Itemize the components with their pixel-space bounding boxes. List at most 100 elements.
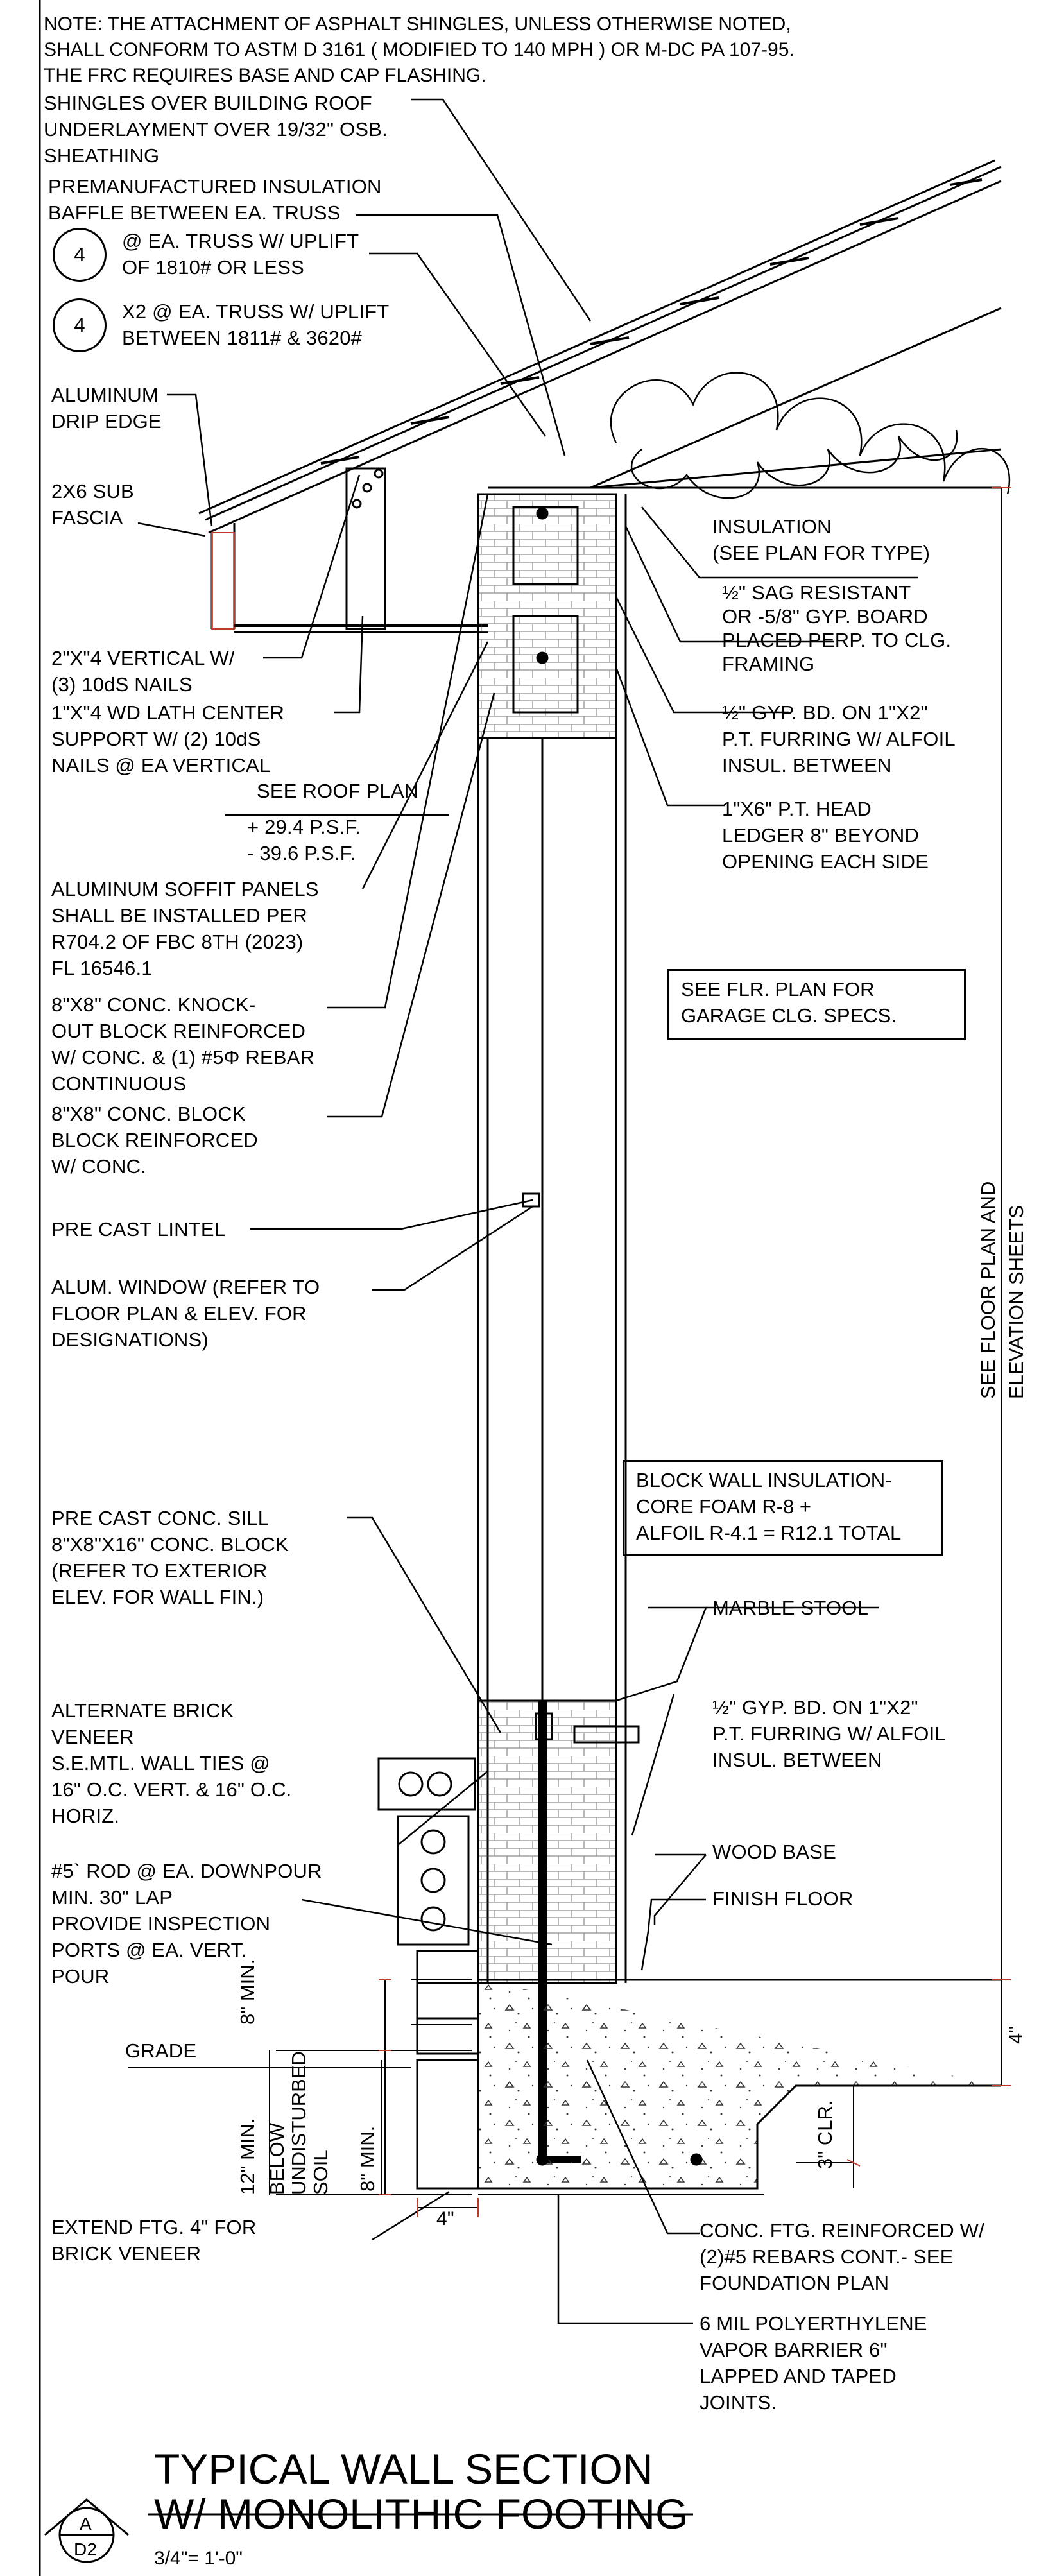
drawing-title-line-2: W/ MONOLITHIC FOOTING [154, 2490, 689, 2537]
label-line: BLOCK WALL INSULATION- [636, 1469, 892, 1491]
label-line: SHINGLES OVER BUILDING ROOF [44, 92, 372, 114]
label-sill: PRE CAST CONC. SILL 8"X8"X16" CONC. BLOC… [51, 1505, 289, 1610]
label-line: ½" GYP. BD. ON 1"X2" [712, 1696, 918, 1719]
label-line: LAPPED AND TAPED [700, 2365, 897, 2387]
label-line: + 29.4 P.S.F. [247, 816, 361, 838]
label-window: ALUM. WINDOW (REFER TO FLOOR PLAN & ELEV… [51, 1274, 320, 1353]
label-line: OR -5/8" GYP. BOARD [722, 605, 928, 628]
label-line: ½" GYP. BD. ON 1"X2" [722, 701, 928, 724]
label-line: 2X6 SUB [51, 480, 134, 502]
label-drip-edge: ALUMINUM DRIP EDGE [51, 382, 162, 434]
label-line: FRAMING [722, 653, 815, 675]
note-line: NOTE: THE ATTACHMENT OF ASPHALT SHINGLES… [44, 13, 791, 35]
drawing-title-line-1: TYPICAL WALL SECTION [154, 2445, 653, 2493]
label-line: X2 @ EA. TRUSS W/ UPLIFT [122, 300, 390, 323]
label-grade: GRADE [125, 2039, 197, 2062]
strap-tag-1: 4 [53, 228, 107, 282]
label-lath: 1"X"4 WD LATH CENTER SUPPORT W/ (2) 10dS… [51, 700, 284, 778]
label-line: VENEER [51, 1726, 134, 1748]
dim-4-ftg: 4" [436, 2208, 454, 2229]
label-line: CONTINUOUS [51, 1072, 187, 1095]
label-line: BELOW [266, 2123, 288, 2195]
label-wood-base: WOOD BASE [712, 1841, 836, 1863]
label-knockout-block: 8"X8" CONC. KNOCK- OUT BLOCK REINFORCED … [51, 992, 314, 1097]
label-conc-block: 8"X8" CONC. BLOCK BLOCK REINFORCED W/ CO… [51, 1101, 258, 1180]
label-line: SHEATHING [44, 144, 160, 167]
label-line: ALUMINUM SOFFIT PANELS [51, 878, 319, 900]
label-see-elevation: SEE FLOOR PLAN AND ELEVATION SHEETS [974, 1181, 1031, 1399]
label-line: MIN. 30" LAP [51, 1886, 173, 1909]
label-line: 1"X"4 WD LATH CENTER [51, 701, 285, 724]
label-line: 6 MIL POLYERTHYLENE [700, 2312, 927, 2335]
dim-4-slab: 4" [1004, 2025, 1027, 2044]
label-strap-1: @ EA. TRUSS W/ UPLIFT OF 1810# OR LESS [122, 228, 359, 280]
batt-insulation [610, 372, 1011, 499]
label-line: (3) 10dS NAILS [51, 673, 193, 696]
label-line: EXTEND FTG. 4" FOR [51, 2216, 257, 2238]
label-insulation: INSULATION (SEE PLAN FOR TYPE) [712, 513, 930, 566]
label-line: R704.2 OF FBC 8TH (2023) [51, 931, 304, 953]
dim-3-clr: 3" CLR. [814, 2100, 836, 2170]
label-gyp-furring-2: ½" GYP. BD. ON 1"X2" P.T. FURRING W/ ALF… [712, 1694, 946, 1773]
label-line: S.E.MTL. WALL TIES @ [51, 1752, 270, 1774]
label-line: - 39.6 P.S.F. [247, 842, 356, 864]
leader-lines [137, 98, 918, 2324]
label-line: BETWEEN 1811# & 3620# [122, 327, 363, 349]
label-line: INSUL. BETWEEN [722, 754, 892, 777]
label-line: SEE FLOOR PLAN AND [977, 1181, 999, 1399]
label-line: VAPOR BARRIER 6" [700, 2339, 888, 2361]
label-line: UNDERLAYMENT OVER 19/32" OSB. [44, 118, 388, 141]
roof-assembly [198, 159, 1002, 633]
label-marble-stool: MARBLE STOOL [712, 1597, 869, 1619]
label-sag-resistant: ½" SAG RESISTANT OR -5/8" GYP. BOARD PLA… [722, 581, 951, 676]
label-line: (REFER TO EXTERIOR [51, 1559, 268, 1582]
label-line: UNDISTURBED [288, 2051, 310, 2195]
label-lintel: PRE CAST LINTEL [51, 1218, 226, 1241]
label-line: INSULATION [712, 515, 832, 538]
block-insulation-box: BLOCK WALL INSULATION- CORE FOAM R-8 + A… [623, 1460, 943, 1556]
label-line: PLACED PERP. TO CLG. [722, 629, 952, 651]
label-line: 2"X"4 VERTICAL W/ [51, 647, 235, 669]
label-line: ELEVATION SHEETS [1005, 1205, 1027, 1399]
label-soffit: ALUMINUM SOFFIT PANELS SHALL BE INSTALLE… [51, 876, 319, 981]
label-line: 8"X8" CONC. KNOCK- [51, 993, 256, 1016]
label-gyp-furring-1: ½" GYP. BD. ON 1"X2" P.T. FURRING W/ ALF… [722, 700, 956, 778]
label-line: PORTS @ EA. VERT. [51, 1939, 247, 1961]
label-line: @ EA. TRUSS W/ UPLIFT [122, 230, 359, 252]
label-shingles: SHINGLES OVER BUILDING ROOF UNDERLAYMENT… [44, 90, 388, 169]
drawing-scale: 3/4"= 1'-0" [154, 2548, 243, 2569]
label-line: 16" O.C. VERT. & 16" O.C. [51, 1778, 292, 1801]
label-line: 8"X8" CONC. BLOCK [51, 1103, 246, 1125]
label-line: PREMANUFACTURED INSULATION [48, 175, 382, 198]
label-conc-ftg: CONC. FTG. REINFORCED W/ (2)#5 REBARS CO… [700, 2217, 984, 2296]
note-line: THE FRC REQUIRES BASE AND CAP FLASHING. [44, 65, 486, 86]
dim-undisturbed-soil: BELOW UNDISTURBED SOIL [266, 2051, 332, 2195]
label-fascia: 2X6 SUB FASCIA [51, 478, 134, 531]
garage-note-box: SEE FLR. PLAN FOR GARAGE CLG. SPECS. [667, 969, 966, 1040]
label-brick-veneer: ALTERNATE BRICK VENEER S.E.MTL. WALL TIE… [51, 1697, 291, 1829]
label-line: (2)#5 REBARS CONT.- SEE [700, 2245, 954, 2268]
dim-8-min-b: 8" MIN. [356, 2125, 379, 2192]
label-line: BLOCK REINFORCED [51, 1129, 258, 1151]
brick-veneer [377, 1757, 479, 2190]
label-line: FL 16546.1 [51, 957, 153, 979]
label-ledger: 1"X6" P.T. HEAD LEDGER 8" BEYOND OPENING… [722, 796, 929, 875]
label-line: NAILS @ EA VERTICAL [51, 754, 271, 777]
section-tag-sheet: D2 [74, 2539, 98, 2559]
label-line: SUPPORT W/ (2) 10dS [51, 728, 261, 750]
label-line: OF 1810# OR LESS [122, 256, 305, 279]
label-line: FLOOR PLAN & ELEV. FOR [51, 1302, 307, 1325]
title-block [44, 2498, 693, 2563]
block-wall [477, 493, 640, 2163]
label-rod: #5` ROD @ EA. DOWNPOUR MIN. 30" LAP PROV… [51, 1858, 322, 1989]
label-line: P.T. FURRING W/ ALFOIL [712, 1722, 946, 1745]
label-vertical: 2"X"4 VERTICAL W/ (3) 10dS NAILS [51, 645, 235, 698]
label-strap-2: X2 @ EA. TRUSS W/ UPLIFT BETWEEN 1811# &… [122, 298, 389, 351]
label-line: PRE CAST CONC. SILL [51, 1507, 270, 1529]
label-line: OUT BLOCK REINFORCED [51, 1020, 306, 1042]
label-finish-floor: FINISH FLOOR [712, 1887, 854, 1910]
label-line: 8"X8"X16" CONC. BLOCK [51, 1533, 289, 1556]
label-line: DESIGNATIONS) [51, 1328, 209, 1351]
label-line: SOIL [309, 2149, 332, 2195]
